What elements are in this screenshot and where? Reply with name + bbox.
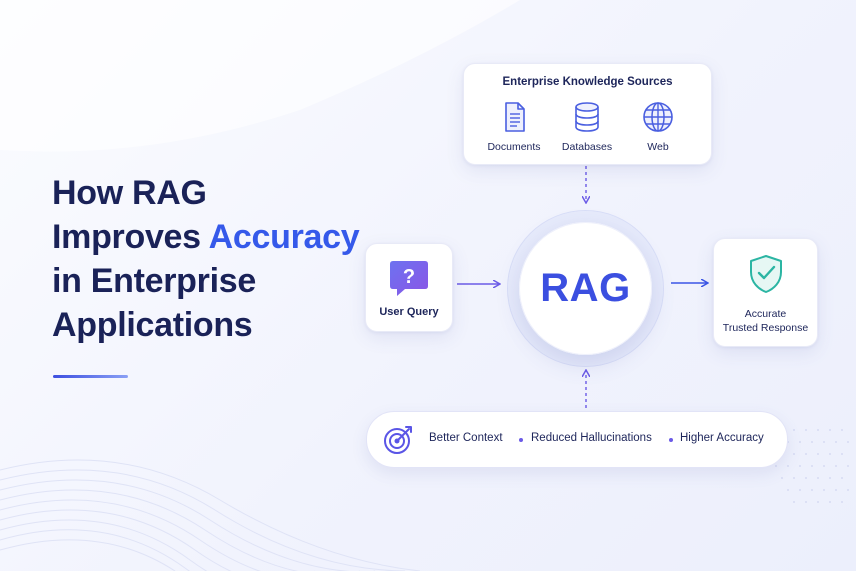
rag-hub-label: RAG bbox=[540, 266, 631, 310]
benefit-higher-accuracy: Higher Accuracy bbox=[680, 432, 764, 444]
question-bubble-icon: ? bbox=[390, 261, 428, 296]
title-underline bbox=[53, 375, 128, 378]
knowledge-sources-card: Enterprise Knowledge Sources Documents D… bbox=[463, 63, 712, 165]
knowledge-sources-title: Enterprise Knowledge Sources bbox=[502, 76, 673, 88]
response-label: Accurate Trusted Response bbox=[716, 307, 815, 335]
svg-text:?: ? bbox=[403, 266, 415, 288]
title-line-2-prefix: Improves bbox=[52, 218, 209, 256]
source-documents: Documents bbox=[474, 100, 554, 153]
benefit-reduced-hallucinations: Reduced Hallucinations bbox=[531, 432, 652, 444]
response-card: Accurate Trusted Response bbox=[713, 238, 818, 347]
title-line-1: How RAG bbox=[52, 174, 207, 212]
benefit-better-context: Better Context bbox=[429, 432, 503, 444]
shield-check-icon bbox=[750, 255, 782, 293]
title-line-4: Applications bbox=[52, 306, 253, 344]
document-icon bbox=[505, 102, 525, 132]
database-icon bbox=[575, 102, 599, 132]
benefit-separator-2 bbox=[669, 438, 673, 442]
response-label-line-2: Trusted Response bbox=[722, 322, 809, 334]
user-query-label: User Query bbox=[379, 306, 439, 318]
benefit-separator-1 bbox=[519, 438, 523, 442]
source-web-label: Web bbox=[647, 141, 669, 153]
rag-hub bbox=[519, 222, 652, 355]
benefits-bar: Better Context Reduced Hallucinations Hi… bbox=[366, 411, 788, 468]
target-icon bbox=[384, 426, 412, 454]
title-line-3: in Enterprise bbox=[52, 262, 256, 300]
response-label-line-1: Accurate bbox=[744, 308, 787, 320]
user-query-card: ? User Query bbox=[365, 243, 453, 332]
source-databases-label: Databases bbox=[561, 141, 613, 153]
title-accent-word: Accuracy bbox=[208, 218, 360, 256]
globe-icon bbox=[643, 102, 673, 132]
source-databases: Databases bbox=[547, 100, 627, 153]
page-title: How RAG Improves Accuracy in Enterprise … bbox=[52, 171, 360, 347]
source-documents-label: Documents bbox=[487, 141, 541, 153]
source-web: Web bbox=[618, 100, 698, 153]
